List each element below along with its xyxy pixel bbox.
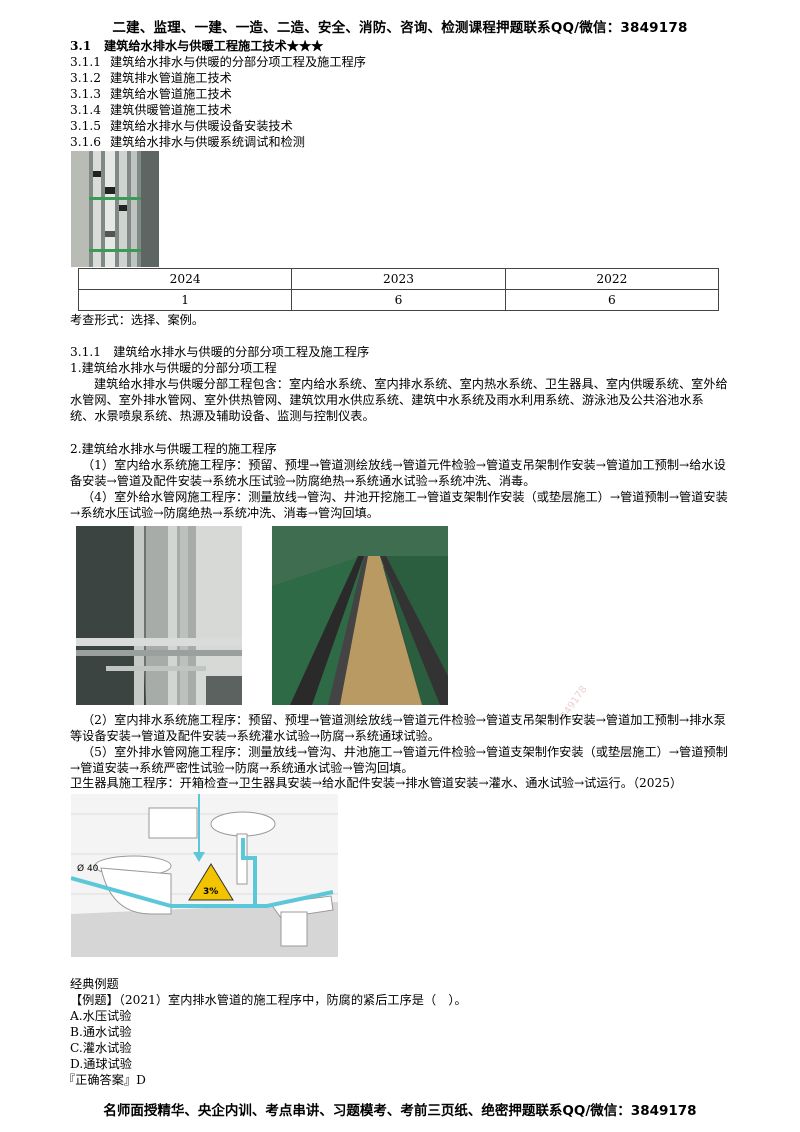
answer-option[interactable]: D.通球试验 (70, 1057, 132, 1071)
importance-stars: ★★★ (286, 39, 324, 53)
table-header-cell: 2024 (77, 268, 293, 290)
subsection-heading: 3.1.1 建筑给水排水与供暖的分部分项工程及施工程序 (70, 345, 370, 359)
exam-form-note: 考查形式：选择、案例。 (70, 313, 205, 327)
example-heading: 经典例题 (70, 977, 119, 991)
table-row: 2024 2023 2022 (77, 268, 720, 290)
pipe-diameter-label: Ø 40 (77, 864, 99, 874)
procedure-paragraph: （2）室内排水系统施工程序：预留、预埋→管道测绘放线→管道元件检验→管道支吊架制… (70, 713, 726, 743)
body-paragraph: 建筑给水排水与供暖分部工程包含：室内给水系统、室内排水系统、室内热水系统、卫生器… (70, 377, 728, 423)
answer-option[interactable]: B.通水试验 (70, 1025, 132, 1039)
procedure-paragraph: （1）室内给水系统施工程序：预留、预埋→管道测绘放线→管道元件检验→管道支吊架制… (70, 458, 726, 488)
example-question: 【例题】（2021）室内排水管道的施工程序中，防腐的紧后工序是（ ）。 (70, 993, 467, 1007)
procedure-paragraph: （5）室外排水管网施工程序：测量放线→管沟、井池施工→管道元件检验→管道支架制作… (70, 745, 728, 775)
indoor-pipes-photo (76, 526, 242, 705)
svg-text:3%: 3% (203, 887, 218, 897)
page-footer: 名师面授精华、央企内训、考点串讲、习题模考、考前三页纸、绝密押题联系QQ/微信：… (103, 1103, 697, 1119)
page-header: 二建、监理、一建、一造、二造、安全、消防、咨询、检测课程押题联系QQ/微信：38… (112, 20, 688, 36)
trench-pipes-photo (272, 526, 448, 705)
sanitary-fixture-diagram: 3% Ø 40 (71, 794, 338, 957)
section-title: 3.1 建筑给水排水与供暖工程施工技术★★★ (70, 39, 323, 54)
table-cell: 1 (77, 289, 293, 311)
correct-answer: 『正确答案』D (63, 1073, 146, 1087)
procedure-paragraph: （4）室外给水管网施工程序：测量放线→管沟、井池开挖施工→管道支架制作安装（或垫… (70, 490, 728, 520)
answer-option[interactable]: C.灌水试验 (70, 1041, 132, 1055)
table-cell: 6 (291, 289, 506, 311)
sanitary-procedure: 卫生器具施工程序：开箱检查→卫生器具安装→给水配件安装→排水管道安装→灌水、通水… (70, 776, 683, 790)
table-header-cell: 2022 (504, 268, 720, 290)
table-cell: 6 (504, 289, 720, 311)
table-row: 1 6 6 (77, 289, 720, 311)
answer-option[interactable]: A.水压试验 (70, 1009, 132, 1023)
section-title-text: 建筑给水排水与供暖工程施工技术 (103, 39, 287, 53)
item-title: 1.建筑给水排水与供暖的分部分项工程 (70, 361, 277, 375)
table-header-cell: 2023 (291, 268, 506, 290)
item-title: 2.建筑给水排水与供暖工程的施工程序 (70, 442, 277, 456)
section-number: 3.1 (70, 39, 92, 53)
exam-frequency-table: 2024 2023 2022 1 6 6 (77, 268, 720, 311)
pipe-shaft-photo (71, 151, 159, 267)
